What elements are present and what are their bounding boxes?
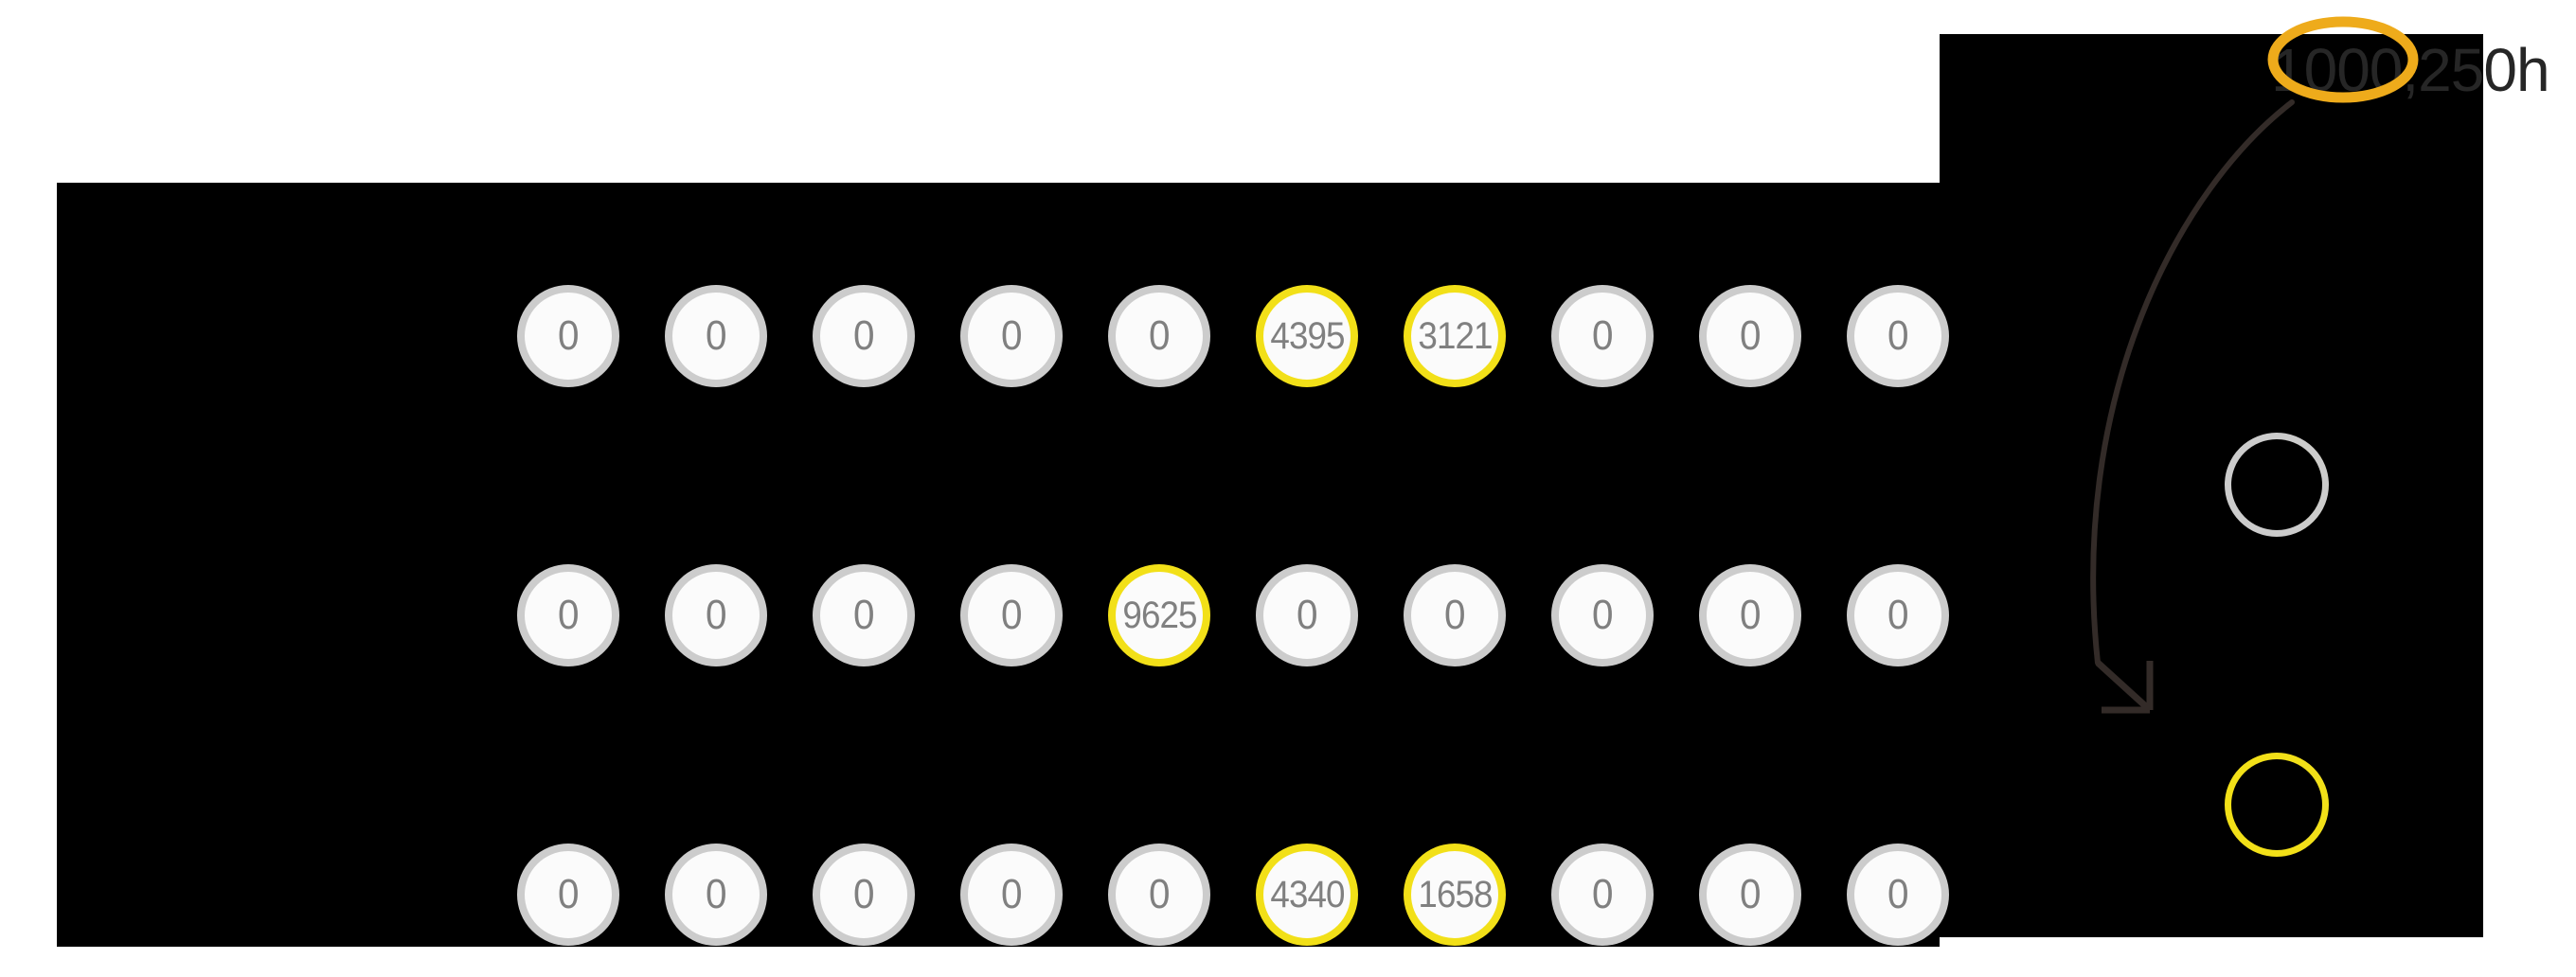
node-value: 0	[1592, 871, 1614, 917]
node-value: 0	[1887, 871, 1909, 917]
node-value: 4395	[1269, 315, 1345, 357]
node-circle[interactable]: 0	[960, 844, 1063, 946]
node-circle[interactable]: 0	[1847, 564, 1949, 666]
node-value: 0	[558, 592, 580, 638]
node-circle[interactable]: 0	[813, 285, 915, 387]
node-value: 0	[1149, 312, 1171, 359]
node-value: 0	[558, 312, 580, 359]
node-value: 0	[1887, 592, 1909, 638]
legend-ring-highlight[interactable]	[2225, 753, 2329, 857]
node-value: 0	[706, 871, 727, 917]
legend-ring-normal[interactable]	[2225, 433, 2329, 537]
node-circle[interactable]: 0	[960, 285, 1063, 387]
node-circle[interactable]: 0	[665, 564, 767, 666]
node-value: 0	[1740, 871, 1762, 917]
callout-label: 1000,250h	[2271, 34, 2555, 119]
node-value: 9625	[1121, 595, 1197, 636]
node-value: 0	[853, 592, 875, 638]
node-value: 0	[1740, 312, 1762, 359]
node-value: 0	[1149, 871, 1171, 917]
node-circle[interactable]: 0	[665, 844, 767, 946]
node-circle[interactable]: 0	[517, 844, 619, 946]
node-circle[interactable]: 0	[1256, 564, 1358, 666]
node-value: 1658	[1417, 874, 1493, 915]
node-circle[interactable]: 0	[1551, 844, 1654, 946]
node-value: 0	[1592, 312, 1614, 359]
node-value: 0	[1001, 312, 1023, 359]
node-circle[interactable]: 9625	[1108, 564, 1210, 666]
node-value: 0	[706, 312, 727, 359]
node-circle[interactable]: 0	[960, 564, 1063, 666]
node-circle[interactable]: 0	[517, 564, 619, 666]
node-circle[interactable]: 0	[1551, 564, 1654, 666]
node-circle[interactable]: 0	[1847, 844, 1949, 946]
node-value: 0	[1001, 592, 1023, 638]
node-value: 3121	[1417, 315, 1493, 357]
legend-panel	[1940, 34, 2483, 937]
node-value: 0	[558, 871, 580, 917]
node-value: 0	[1297, 592, 1318, 638]
node-circle[interactable]: 0	[1699, 285, 1801, 387]
node-circle[interactable]: 3121	[1404, 285, 1506, 387]
node-circle[interactable]: 0	[665, 285, 767, 387]
node-value: 0	[1887, 312, 1909, 359]
node-circle[interactable]: 0	[1108, 844, 1210, 946]
node-circle[interactable]: 0	[813, 564, 915, 666]
node-value: 0	[1001, 871, 1023, 917]
node-value: 0	[706, 592, 727, 638]
callout-text: 1000,250h	[2271, 36, 2550, 104]
node-value: 0	[853, 871, 875, 917]
node-value: 0	[1444, 592, 1466, 638]
node-circle[interactable]: 4340	[1256, 844, 1358, 946]
node-circle[interactable]: 0	[1108, 285, 1210, 387]
node-value: 4340	[1269, 874, 1345, 915]
node-circle[interactable]: 0	[813, 844, 915, 946]
node-circle[interactable]: 0	[1699, 564, 1801, 666]
node-circle[interactable]: 0	[1847, 285, 1949, 387]
node-circle[interactable]: 0	[1699, 844, 1801, 946]
node-circle[interactable]: 0	[1551, 285, 1654, 387]
node-circle[interactable]: 0	[1404, 564, 1506, 666]
node-value: 0	[853, 312, 875, 359]
node-circle[interactable]: 0	[517, 285, 619, 387]
node-value: 0	[1740, 592, 1762, 638]
node-value: 0	[1592, 592, 1614, 638]
node-circle[interactable]: 1658	[1404, 844, 1506, 946]
node-circle[interactable]: 4395	[1256, 285, 1358, 387]
